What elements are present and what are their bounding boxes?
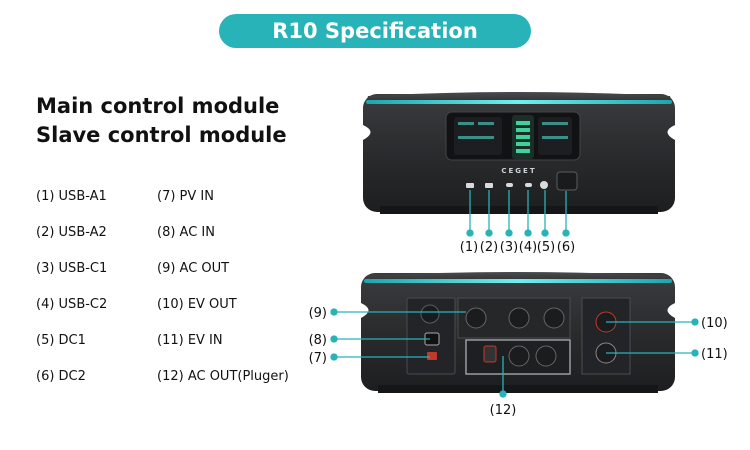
- leader-dot: [485, 229, 493, 237]
- display-bar: [516, 149, 530, 153]
- spec-ac-out-pluger: (12) AC OUT(Pluger): [157, 369, 289, 384]
- module-headings: Main control module Slave control module: [36, 92, 287, 150]
- callout-8: (8): [309, 333, 327, 348]
- display-bar: [516, 142, 530, 146]
- leader-dot: [541, 229, 549, 237]
- leader-dot: [499, 390, 507, 398]
- display-bar: [516, 128, 530, 132]
- callout-4: (4): [519, 240, 537, 255]
- front-handle-right: [667, 125, 675, 140]
- pluger-switch: [483, 345, 497, 363]
- back-handle-left: [361, 303, 369, 318]
- spec-pv-in: (7) PV IN: [157, 189, 214, 204]
- pv-in-port: [427, 352, 437, 360]
- spec-dc2: (6) DC2: [36, 369, 86, 384]
- dc1-port: [540, 181, 548, 189]
- leader-dot: [466, 229, 474, 237]
- front-unit-base: [380, 206, 658, 214]
- callout-6: (6): [557, 240, 575, 255]
- callout-2: (2): [480, 240, 498, 255]
- back-callout-labels: (9) (8) (7) (10) (11) (12): [309, 306, 728, 418]
- spec-usb-a2: (2) USB-A2: [36, 225, 107, 240]
- page-title: R10 Specification: [272, 19, 478, 43]
- dc2-port: [556, 171, 578, 191]
- spec-usb-c1: (3) USB-C1: [36, 261, 108, 276]
- back-unit: [361, 272, 675, 393]
- display-bar: [516, 135, 530, 139]
- leader-dot: [330, 335, 338, 343]
- brand-label: CEGET: [501, 167, 536, 175]
- spec-list-left: (1) USB-A1 (2) USB-A2 (3) USB-C1 (4) USB…: [36, 187, 107, 403]
- leader-dot: [330, 353, 338, 361]
- spec-ev-out: (10) EV OUT: [157, 297, 237, 312]
- title-banner: R10 Specification: [219, 14, 531, 48]
- ev-panel: [581, 297, 631, 375]
- usb-a1-port: [466, 183, 474, 188]
- leader-dot: [524, 229, 532, 237]
- callout-9: (9): [309, 306, 327, 321]
- spec-ev-in: (11) EV IN: [157, 333, 223, 348]
- front-callout-labels: (1) (2) (3) (4) (5) (6): [460, 240, 575, 255]
- breaker-switch: [420, 304, 440, 324]
- leader-dot: [691, 318, 699, 326]
- front-glow-strip: [366, 100, 672, 104]
- pluger-outlet: [508, 345, 530, 367]
- spec-list-right: (7) PV IN (8) AC IN (9) AC OUT (10) EV O…: [157, 187, 289, 403]
- callout-3: (3): [500, 240, 518, 255]
- spec-usb-c2: (4) USB-C2: [36, 297, 108, 312]
- display-readout: [542, 136, 568, 139]
- back-glow-strip: [364, 279, 672, 283]
- heading-main-control: Main control module: [36, 94, 280, 118]
- ac-outlet: [508, 307, 530, 329]
- callout-5: (5): [537, 240, 555, 255]
- callout-11: (11): [701, 347, 728, 362]
- usb-a2-port: [485, 183, 493, 188]
- ac-outlet: [543, 307, 565, 329]
- leader-dot: [691, 349, 699, 357]
- front-leaders: [466, 190, 570, 237]
- leader-dot: [505, 229, 513, 237]
- ac-outlet: [465, 307, 487, 329]
- callout-1: (1): [460, 240, 478, 255]
- spec-usb-a1: (1) USB-A1: [36, 189, 107, 204]
- spec-dc1: (5) DC1: [36, 333, 86, 348]
- front-unit: CEGET: [363, 92, 675, 214]
- callout-12: (12): [490, 403, 517, 418]
- back-handle-right: [667, 303, 675, 318]
- front-handle-left: [363, 125, 371, 140]
- callout-7: (7): [309, 351, 327, 366]
- usb-c1-port: [506, 183, 513, 187]
- display-readout: [478, 122, 494, 125]
- display-bar: [516, 121, 530, 125]
- callout-10: (10): [701, 316, 728, 331]
- pluger-outlet: [535, 345, 557, 367]
- back-unit-base: [378, 385, 658, 393]
- leader-dot: [330, 308, 338, 316]
- back-leaders: [330, 308, 699, 398]
- leader-dot: [562, 229, 570, 237]
- display-readout: [458, 122, 474, 125]
- spec-ac-out: (9) AC OUT: [157, 261, 230, 276]
- spec-ac-in: (8) AC IN: [157, 225, 215, 240]
- usb-c2-port: [525, 183, 532, 187]
- heading-slave-control: Slave control module: [36, 123, 287, 147]
- display-readout: [542, 122, 568, 125]
- display-readout: [458, 136, 494, 139]
